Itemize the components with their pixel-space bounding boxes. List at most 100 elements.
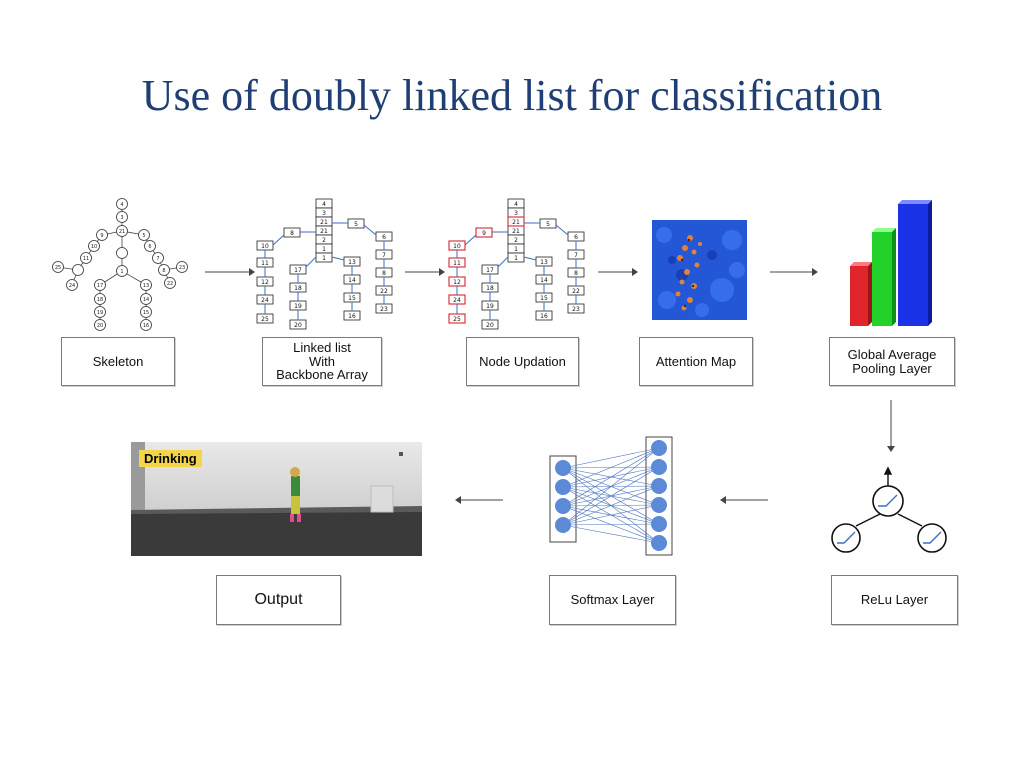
skeleton-joint <box>88 240 100 252</box>
skeleton-joint <box>66 279 78 291</box>
attention-map-image <box>652 220 747 320</box>
slide-title: Use of doubly linked list for classifica… <box>141 71 883 120</box>
flow-arrow-left <box>455 496 503 504</box>
skeleton-joint <box>116 198 128 210</box>
list-node: 23 <box>572 306 580 313</box>
joint-label: 22 <box>167 281 173 287</box>
flow-arrow <box>405 268 445 276</box>
output-box: Output <box>216 575 341 625</box>
list-node: 16 <box>348 313 356 320</box>
backbone-cell: 1 <box>514 246 518 253</box>
skeleton-joint <box>152 252 164 264</box>
gap-bar-green <box>872 232 892 326</box>
flow-arrow-down <box>887 400 895 452</box>
backbone-cell: 4 <box>514 201 518 208</box>
list-node: 8 <box>290 230 294 237</box>
list-node: 8 <box>382 270 386 277</box>
list-node: 5 <box>354 221 358 228</box>
list-node: 5 <box>546 221 550 228</box>
skeleton-joint <box>94 306 106 318</box>
list-node: 12 <box>453 279 461 286</box>
joint-label: 14 <box>143 297 149 303</box>
relu-label: ReLu Layer <box>860 592 929 608</box>
skeleton-joint <box>80 252 92 264</box>
linked-list-label-line3: Backbone Array <box>276 367 368 383</box>
softmax-network-figure <box>549 436 673 556</box>
relu-box: ReLu Layer <box>831 575 958 625</box>
flow-arrow <box>598 268 638 276</box>
gap-bar-red <box>850 266 868 326</box>
list-node: 20 <box>486 322 494 329</box>
gap-box: Global Average Pooling Layer <box>829 337 955 386</box>
list-node: 11 <box>261 260 269 267</box>
gap-label-line1: Global Average <box>847 346 937 362</box>
joint-label: 16 <box>143 323 149 329</box>
skeleton-joint <box>116 225 128 237</box>
flow-arrow <box>205 268 255 276</box>
list-node: 22 <box>572 288 580 295</box>
list-node: 13 <box>348 259 356 266</box>
skeleton-joint <box>116 247 128 259</box>
joint-label: 6 <box>148 244 151 250</box>
list-node: 17 <box>486 267 494 274</box>
backbone-cell: 3 <box>514 210 518 217</box>
skeleton-joint <box>116 211 128 223</box>
joint-label: 23 <box>179 265 185 271</box>
node-updation-box: Node Updation <box>466 337 579 386</box>
joint-label: 10 <box>91 244 97 250</box>
list-node: 10 <box>453 243 461 250</box>
joint-label: 11 <box>83 256 89 262</box>
list-node: 9 <box>482 230 486 237</box>
skeleton-joint <box>140 293 152 305</box>
skeleton-joint <box>144 240 156 252</box>
attention-map-label: Attention Map <box>655 353 737 369</box>
joint-label: 8 <box>162 268 165 274</box>
linked-list-label-line2: With <box>309 353 335 369</box>
skeleton-joint <box>140 319 152 331</box>
list-node: 20 <box>294 322 302 329</box>
joint-label: 13 <box>143 283 149 289</box>
skeleton-joint <box>176 261 188 273</box>
linked-list-box: Linked list With Backbone Array <box>262 337 382 386</box>
skeleton-joint <box>94 293 106 305</box>
joint-label: 17 <box>97 283 103 289</box>
backbone-cell: 2 <box>514 237 518 244</box>
list-node: 17 <box>294 267 302 274</box>
list-node: 6 <box>574 234 578 241</box>
backbone-cell: 21 <box>512 228 520 235</box>
list-node: 13 <box>540 259 548 266</box>
list-node: 8 <box>574 270 578 277</box>
skeleton-joint <box>140 279 152 291</box>
backbone-cell: 1 <box>322 255 326 262</box>
backbone-cell: 21 <box>320 228 328 235</box>
list-node: 18 <box>486 285 494 292</box>
list-node: 7 <box>574 252 578 259</box>
gap-bar-blue <box>898 204 928 326</box>
joint-label: 15 <box>143 310 149 316</box>
gap-label-line2: Pooling Layer <box>852 360 932 376</box>
skeleton-joint <box>52 261 64 273</box>
output-label: Output <box>254 590 303 608</box>
relu-figure <box>831 466 947 553</box>
joint-label: 4 <box>120 202 123 208</box>
skeleton-figure: 4 3 21 9 5 10 6 11 7 25 23 24 1 8 22 17 … <box>52 198 188 331</box>
list-node: 15 <box>348 295 356 302</box>
list-node: 24 <box>453 297 461 304</box>
node-updation-figure: 4 3 21 21 2 1 1 9 10 11 12 24 25 5 6 7 8… <box>448 198 585 330</box>
node-updation-label: Node Updation <box>479 353 566 369</box>
skeleton-joint <box>72 264 84 276</box>
flow-arrow-left <box>720 496 768 504</box>
joint-label: 1 <box>120 269 123 275</box>
list-node: 25 <box>261 316 269 323</box>
list-node: 10 <box>261 243 269 250</box>
backbone-cell: 1 <box>322 246 326 253</box>
flow-arrow <box>770 268 818 276</box>
joint-label: 18 <box>97 297 103 303</box>
list-node: 16 <box>540 313 548 320</box>
skeleton-label: Skeleton <box>92 353 144 369</box>
skeleton-box: Skeleton <box>61 337 175 386</box>
skeleton-joint <box>140 306 152 318</box>
joint-label: 7 <box>156 256 159 262</box>
joint-label: 20 <box>97 323 103 329</box>
joint-label: 9 <box>100 233 103 239</box>
